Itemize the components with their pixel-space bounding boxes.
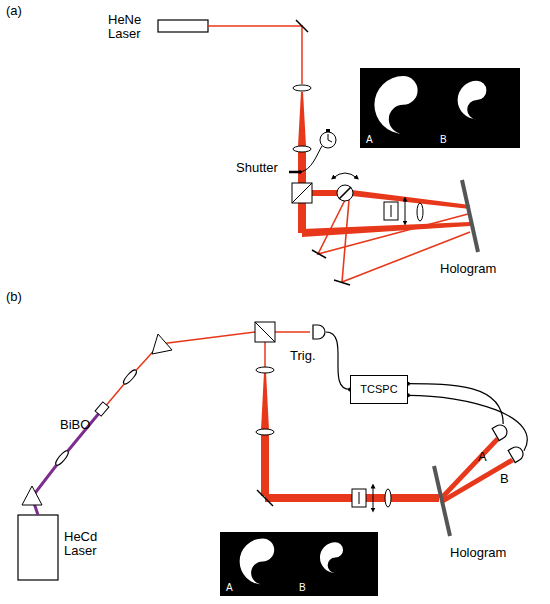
signal-cable bbox=[408, 384, 503, 424]
lens bbox=[293, 85, 311, 91]
yin-yang-shape bbox=[240, 538, 275, 584]
mask-letter: A bbox=[226, 582, 233, 593]
lens bbox=[54, 449, 70, 467]
signal-cable bbox=[326, 332, 350, 390]
yin-dot bbox=[258, 570, 264, 576]
lens bbox=[122, 368, 139, 385]
timer-clock bbox=[320, 129, 336, 148]
panel-a bbox=[158, 20, 478, 285]
mask-letter: B bbox=[299, 582, 306, 593]
yin-yang-shape bbox=[320, 542, 343, 573]
hecd-laser bbox=[18, 515, 58, 580]
detector: Trig. bbox=[310, 324, 326, 340]
part-label: HeCd Laser bbox=[64, 530, 108, 559]
detector-symbol bbox=[492, 424, 508, 440]
part-label: Hologram bbox=[450, 546, 506, 560]
signal-cable bbox=[408, 395, 527, 451]
mirror bbox=[334, 280, 350, 285]
part-label: BiBO bbox=[60, 418, 90, 432]
lens bbox=[293, 146, 311, 152]
yin-yang-shape bbox=[374, 76, 417, 134]
mirror bbox=[257, 490, 273, 506]
hene-laser bbox=[158, 20, 208, 32]
hologram-plate bbox=[434, 466, 450, 536]
part-label: (a) bbox=[6, 4, 22, 18]
lens bbox=[385, 489, 391, 507]
mirror bbox=[296, 20, 308, 32]
part-label: Hologram bbox=[440, 262, 496, 276]
beam-expander bbox=[298, 92, 306, 146]
lens bbox=[417, 203, 423, 221]
polarizer bbox=[352, 486, 373, 510]
polarizer bbox=[384, 199, 405, 223]
beam-splitter bbox=[255, 322, 275, 342]
part-label: (b) bbox=[6, 290, 22, 304]
box-label: TCSPC bbox=[360, 383, 397, 395]
detector-symbol bbox=[508, 446, 524, 462]
hologram-plate bbox=[462, 180, 478, 252]
mask-letter: A bbox=[366, 134, 373, 145]
image-mask: AB bbox=[360, 68, 520, 148]
bibo-crystal bbox=[95, 402, 109, 416]
detector-label: B bbox=[500, 472, 509, 486]
beam-splitter bbox=[292, 183, 312, 203]
detector: B bbox=[508, 446, 524, 462]
detector-symbol bbox=[310, 324, 326, 340]
lens bbox=[256, 367, 274, 373]
image-mask: AB bbox=[220, 532, 378, 596]
yin-dot bbox=[332, 563, 336, 567]
prism bbox=[22, 486, 42, 505]
detector-label: A bbox=[478, 450, 487, 464]
mask-letter: B bbox=[440, 134, 447, 145]
galvo-mirror bbox=[333, 173, 357, 201]
yin-dot bbox=[398, 115, 406, 123]
process-box: TCSPC bbox=[350, 375, 408, 404]
prism bbox=[152, 334, 172, 354]
mirror bbox=[312, 250, 326, 258]
lens bbox=[256, 429, 274, 435]
detector-label: Trig. bbox=[290, 349, 316, 363]
detector: A bbox=[492, 424, 508, 440]
part-label: Shutter bbox=[236, 161, 278, 175]
part-label: HeNe Laser bbox=[108, 13, 152, 42]
yin-yang-shape bbox=[458, 81, 487, 119]
yin-dot bbox=[473, 107, 478, 112]
